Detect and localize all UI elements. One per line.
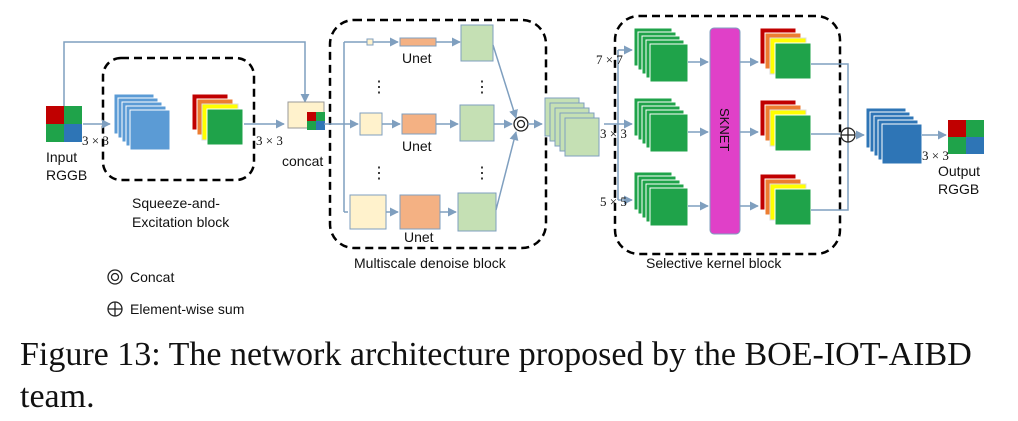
se-block-label-2: Excitation block <box>132 214 230 230</box>
sk-color-stack-bot <box>759 173 812 226</box>
element-wise-sum-icon <box>840 127 856 143</box>
dots-3: ⋮ <box>371 165 387 182</box>
sum-line-bot <box>811 142 849 211</box>
kernel-7x7: 7 × 7 <box>596 52 623 67</box>
concat-symbol-icon <box>513 116 529 132</box>
sk-green-stack-bot <box>633 171 689 227</box>
input-rggb-tile <box>46 106 82 142</box>
branch-mid-input <box>359 112 383 136</box>
dots-4: ⋮ <box>474 165 490 182</box>
unet-bot-box <box>399 194 441 230</box>
se-block-label-1: Squeeze-and- <box>132 195 220 211</box>
kernel-3x3-out: 3 × 3 <box>922 148 949 163</box>
sk-green-stack-top <box>633 27 689 83</box>
legend-sum-label: Element-wise sum <box>130 301 244 317</box>
output-label: Output <box>938 163 980 179</box>
sk-green-stack-mid <box>633 97 689 153</box>
unet-bot-label: Unet <box>404 229 434 245</box>
se-color-feature-stack <box>191 93 244 146</box>
unet-mid-box <box>401 113 437 135</box>
branch-top-input-small <box>366 38 374 46</box>
sk-color-stack-mid <box>759 99 812 152</box>
unet-top-box <box>399 37 437 47</box>
sum-line-top <box>811 63 849 128</box>
input-sub-label: RGGB <box>46 167 87 183</box>
merge-top <box>492 44 518 119</box>
sknet-block <box>709 27 741 235</box>
legend-concat-label: Concat <box>130 269 174 285</box>
output-blue-feature-stack <box>865 107 923 165</box>
kernel-3x3-se: 3 × 3 <box>256 133 283 148</box>
output-rggb-tile <box>948 120 984 154</box>
branch-bot-output <box>457 192 497 232</box>
input-label: Input <box>46 149 77 165</box>
unet-mid-label: Unet <box>402 138 432 154</box>
dots-1: ⋮ <box>371 79 387 96</box>
kernel-3x3-sk: 3 × 3 <box>600 126 627 141</box>
multiscale-block-border <box>328 18 548 250</box>
unet-top-label: Unet <box>402 50 432 66</box>
legend-concat-icon <box>107 269 123 285</box>
sk-color-stack-top <box>759 27 812 80</box>
concat-label: concat <box>282 153 323 169</box>
kernel-3x3-input: 3 × 3 <box>82 133 109 148</box>
dots-2: ⋮ <box>474 79 490 96</box>
skip-connection-arrow <box>63 41 310 106</box>
branch-mid-output <box>459 104 495 142</box>
architecture-diagram: Input RGGB 3 × 3 Squeeze-and- Excitation… <box>46 14 984 317</box>
se-blue-feature-stack <box>113 93 171 151</box>
lightgreen-feature-stack <box>544 97 600 157</box>
branch-top-output <box>460 24 494 62</box>
legend-sum-icon <box>107 301 123 317</box>
merge-bot <box>495 131 519 211</box>
sknet-label: SKNET <box>717 108 732 151</box>
kernel-5x5: 5 × 5 <box>600 194 627 209</box>
figure-caption: Figure 13: The network architecture prop… <box>20 336 972 415</box>
concat-node <box>287 101 325 130</box>
se-block-border <box>101 56 256 182</box>
output-sub-label: RGGB <box>938 181 979 197</box>
branch-bot-input <box>349 194 387 230</box>
selective-block-label: Selective kernel block <box>646 255 782 271</box>
multiscale-block-label: Multiscale denoise block <box>354 255 507 271</box>
